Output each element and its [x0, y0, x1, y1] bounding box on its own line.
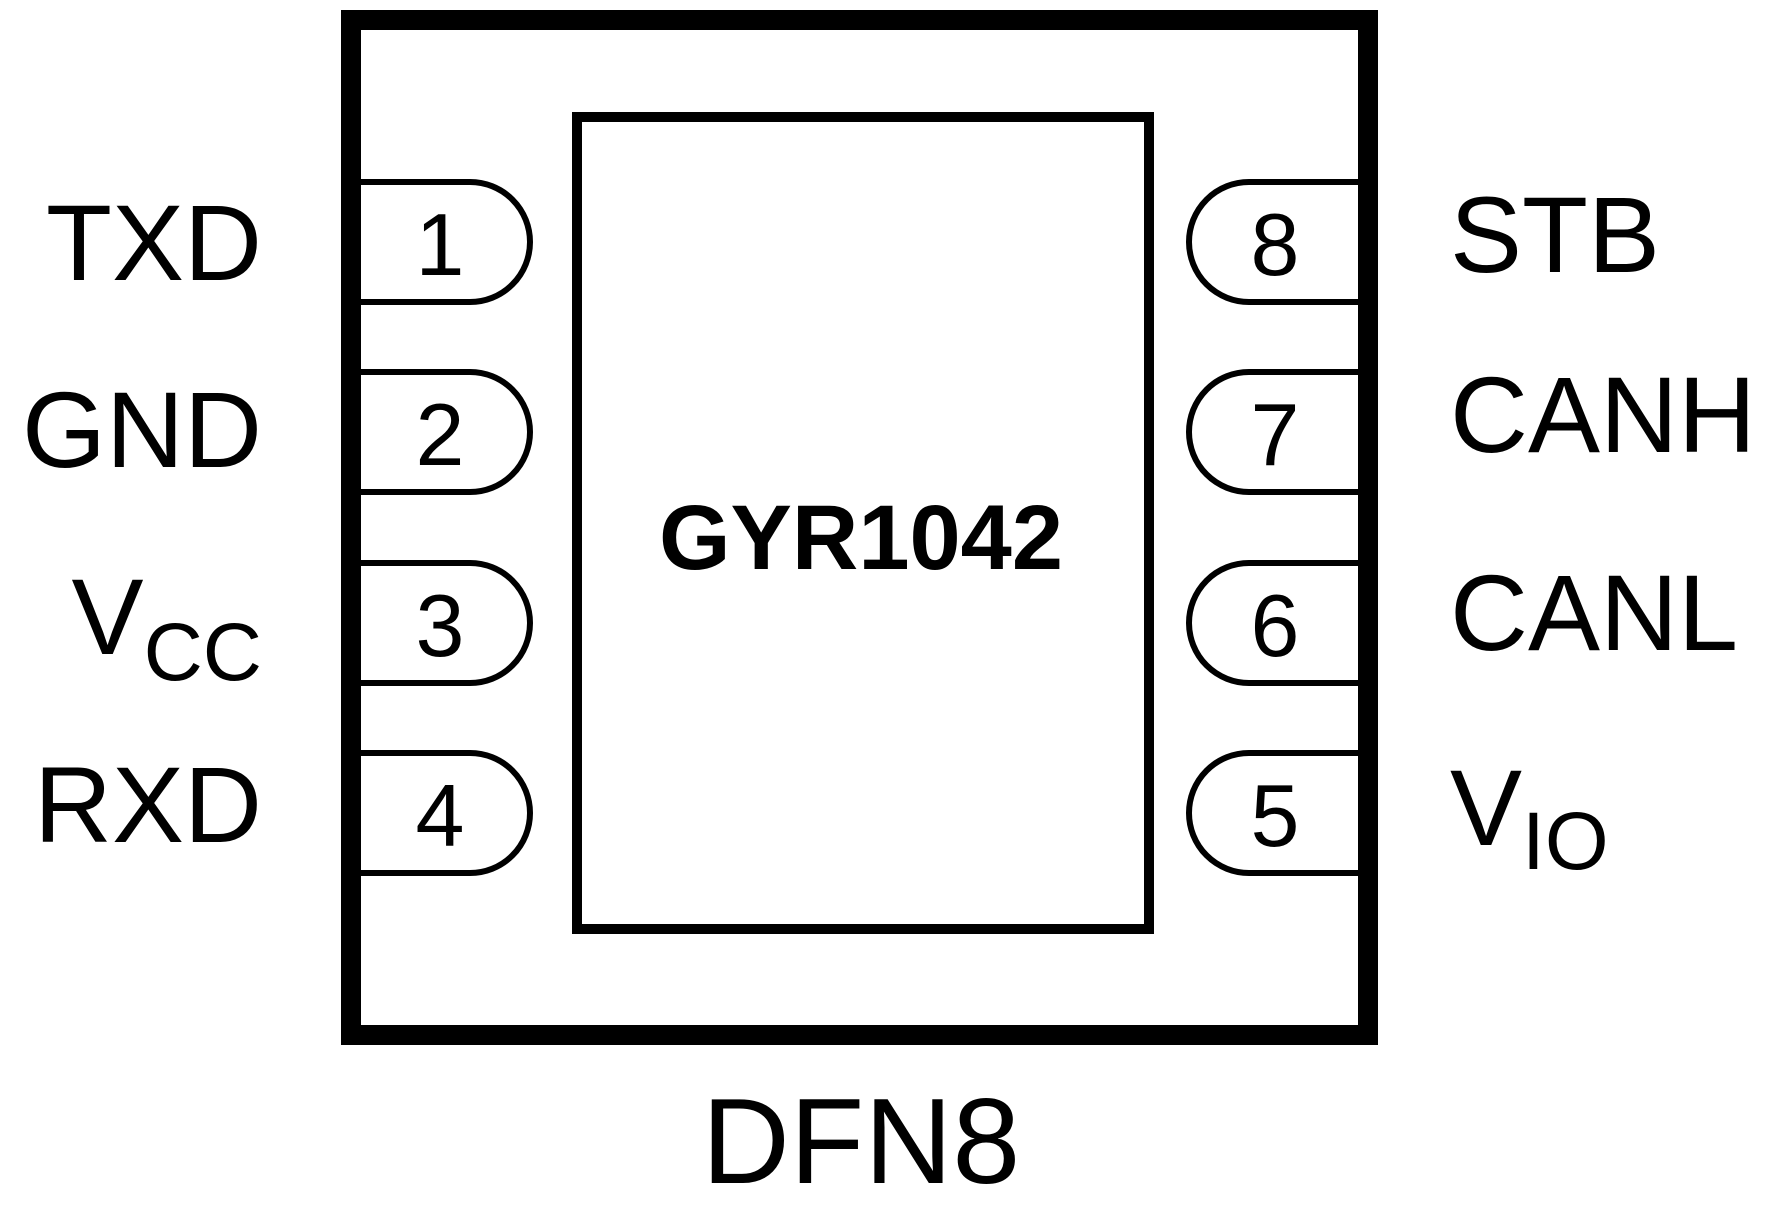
- pin-1-label: TXD: [46, 182, 262, 303]
- pin-5-label: VIO: [1450, 747, 1609, 887]
- pin-3-number: 3: [416, 576, 465, 675]
- pin-7-label: CANH: [1450, 354, 1756, 475]
- pin-3-pad: [361, 560, 533, 686]
- pin-4: 4 RXD: [34, 744, 533, 876]
- pin-4-label: RXD: [34, 744, 262, 865]
- pin-7: 7 CANH: [1186, 354, 1756, 495]
- package-body: [341, 10, 1378, 1045]
- pin-5-pad: [1186, 750, 1358, 876]
- pin-2-number: 2: [416, 385, 465, 484]
- pin-2: 2 GND: [22, 369, 533, 495]
- pin-8-number: 8: [1251, 195, 1300, 294]
- pin-2-label: GND: [22, 369, 262, 490]
- pin-8: 8 STB: [1186, 174, 1660, 305]
- pin-3: 3 VCC: [72, 556, 533, 698]
- pin-8-label: STB: [1450, 174, 1660, 295]
- pin-1-number: 1: [416, 195, 465, 294]
- pin-7-pad: [1186, 369, 1358, 495]
- exposed-pad: [572, 112, 1154, 934]
- pin-6-label: CANL: [1450, 552, 1738, 673]
- package-name: DFN8: [702, 1073, 1021, 1209]
- pin-3-label: VCC: [72, 556, 262, 698]
- pin-6-number: 6: [1251, 576, 1300, 675]
- pin-5: 5 VIO: [1186, 747, 1609, 887]
- chip-name: GYR1042: [659, 487, 1063, 589]
- pin-1-pad: [361, 179, 533, 305]
- pin-6: 6 CANL: [1186, 552, 1738, 686]
- pin-6-pad: [1186, 560, 1358, 686]
- pin-8-pad: [1186, 179, 1358, 305]
- pin-5-number: 5: [1251, 766, 1300, 865]
- pin-2-pad: [361, 369, 533, 495]
- pin-7-number: 7: [1251, 385, 1300, 484]
- pin-4-number: 4: [416, 766, 465, 865]
- pin-1: 1 TXD: [46, 179, 533, 305]
- pin-4-pad: [361, 750, 533, 876]
